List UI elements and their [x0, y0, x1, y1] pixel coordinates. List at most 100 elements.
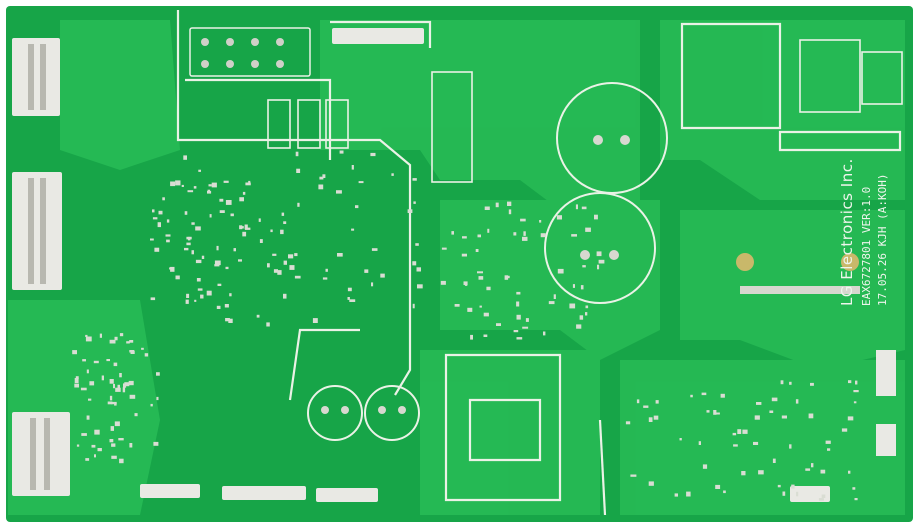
smd-pad: [119, 333, 124, 337]
smd-pad: [580, 285, 584, 290]
smd-pad: [239, 225, 243, 230]
smd-pad: [477, 271, 483, 274]
smd-pad: [461, 253, 467, 257]
smd-pad: [753, 441, 759, 445]
smd-pad: [596, 251, 602, 257]
smd-pad: [82, 359, 86, 362]
smd-pad: [847, 416, 854, 421]
smd-pad: [475, 249, 479, 252]
smd-pad: [150, 403, 153, 407]
smd-pad: [124, 382, 130, 387]
smd-pad: [769, 410, 774, 413]
smd-pad: [277, 270, 282, 275]
smd-pad: [795, 399, 799, 404]
smd-pad: [513, 232, 517, 236]
smd-pad: [201, 255, 205, 259]
smd-pad: [244, 224, 248, 230]
smd-pad: [209, 214, 212, 218]
smd-pad: [114, 421, 120, 427]
smd-pad: [134, 413, 138, 417]
date-code-label: 17.05.26 KJH (A:KOH): [876, 174, 889, 306]
smd-pad: [771, 397, 778, 402]
smd-pad: [322, 277, 328, 280]
smd-pad: [245, 227, 251, 230]
smd-pad: [585, 305, 589, 309]
smd-pad: [94, 429, 100, 435]
smd-pad: [713, 410, 717, 415]
smd-pad: [462, 236, 467, 239]
smd-pad: [643, 405, 649, 408]
smd-pad: [86, 369, 89, 374]
smd-pad: [364, 269, 369, 273]
smd-pad: [811, 463, 814, 468]
smd-pad: [165, 234, 171, 237]
smd-pad: [196, 278, 201, 282]
smd-pad: [144, 353, 149, 357]
smd-pad: [597, 264, 600, 270]
smd-pad: [109, 439, 114, 443]
smd-pad: [630, 474, 637, 477]
smd-pad: [655, 400, 659, 404]
smd-pad: [109, 339, 116, 344]
smd-pad: [217, 283, 222, 286]
smd-pad: [294, 275, 301, 279]
smd-pad: [111, 455, 117, 459]
smd-pad: [158, 210, 163, 215]
smd-pad: [200, 294, 204, 299]
smd-pad: [228, 318, 233, 323]
smd-pad: [294, 253, 298, 257]
smd-pad: [256, 314, 260, 318]
smd-pad: [248, 180, 251, 184]
smd-pad: [789, 444, 792, 449]
smd-pad: [853, 390, 859, 393]
smd-pad: [81, 433, 87, 436]
smd-pad: [238, 259, 242, 262]
smd-pad: [484, 206, 490, 210]
smd-pad: [781, 415, 787, 419]
smd-pad: [126, 341, 130, 344]
smd-pad: [827, 448, 831, 451]
smd-pad: [224, 304, 229, 308]
smd-pad: [129, 394, 136, 399]
smd-pad: [185, 299, 189, 304]
smd-pad: [821, 494, 826, 498]
smd-pad: [211, 182, 217, 188]
smd-pad: [702, 464, 708, 469]
smd-pad: [548, 301, 555, 305]
smd-pad: [191, 222, 195, 225]
smd-pad: [467, 307, 473, 312]
smd-pad: [150, 297, 156, 301]
smd-pad: [441, 247, 447, 250]
smd-pad: [86, 415, 90, 420]
smd-pad: [553, 294, 556, 299]
smd-pad: [150, 238, 154, 241]
smd-pad: [351, 165, 354, 170]
smd-pad: [625, 421, 631, 425]
smd-pad: [412, 261, 417, 266]
smd-pad: [230, 213, 234, 217]
smd-pad: [805, 468, 811, 471]
smd-pad: [195, 226, 201, 231]
smd-pad: [336, 190, 342, 194]
smd-pad: [417, 284, 423, 289]
smd-pad: [487, 228, 490, 233]
smd-pad: [297, 202, 300, 207]
smd-pad: [114, 336, 118, 341]
smd-pad: [283, 221, 287, 224]
smd-pad: [109, 379, 114, 384]
smd-pad: [733, 444, 738, 447]
smd-pad: [569, 303, 576, 309]
smd-pad: [440, 280, 446, 285]
smd-pad: [349, 299, 356, 302]
smd-pad: [582, 265, 586, 268]
smd-pad: [225, 200, 232, 205]
smd-pad: [75, 376, 79, 380]
small-smd-pads: [72, 150, 859, 501]
smd-pad: [267, 263, 270, 268]
smd-pad: [339, 150, 344, 154]
smd-pad: [99, 333, 102, 338]
smd-pad: [742, 429, 748, 434]
smd-pad: [122, 387, 126, 393]
smd-pad: [241, 226, 244, 229]
smd-pad: [183, 155, 187, 160]
